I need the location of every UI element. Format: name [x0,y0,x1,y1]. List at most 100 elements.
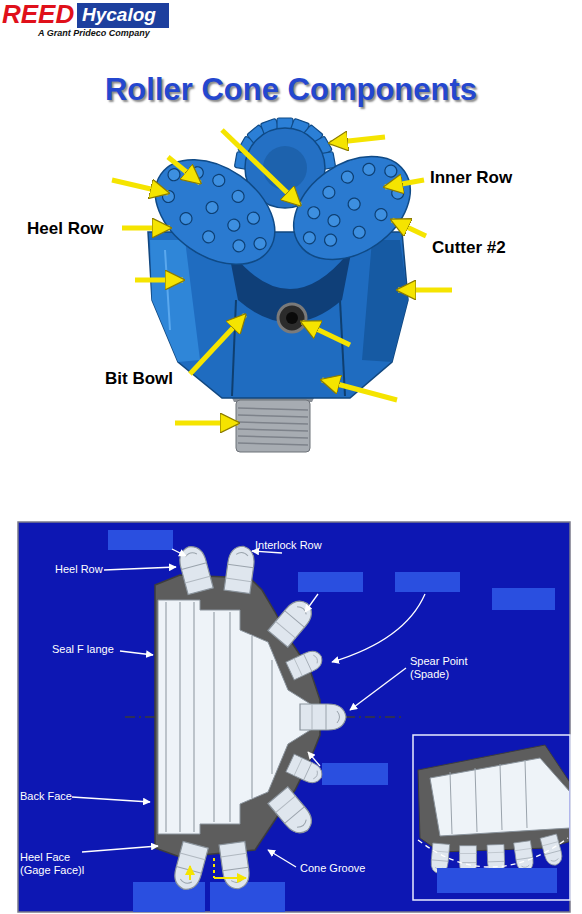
drill-bit-illustration [178,210,195,227]
pointer-arrow [112,180,168,193]
inset-detail [430,758,569,836]
inset-detail [514,841,535,873]
logo [77,3,169,28]
blank-label-box [108,530,555,912]
drill-bit-illustration [321,184,338,201]
leader-line [268,850,296,867]
drill-bit-illustration [230,188,247,205]
drill-bit-illustration [238,422,308,424]
pointer-arrow [392,220,426,236]
drill-bit-illustration [231,237,248,254]
drill-bit-illustration [238,408,308,445]
part-label: Heel Face (Gage Face)l [20,851,95,876]
part-label: Back Face [20,790,72,803]
logo [77,3,169,28]
pointer-arrow [175,421,238,426]
leader-line [104,567,176,570]
inset-detail [540,834,564,867]
cone-section-panel [18,522,575,912]
drill-bit-illustration [136,138,295,286]
drill-bit-illustration [238,415,308,417]
drill-bit-illustration [339,169,356,186]
drill-bit-illustration [340,300,345,396]
drill-bit-illustration [346,196,363,213]
leader-line [332,594,425,662]
leader-line [252,551,282,553]
leader-line [350,668,406,710]
cone-section-panel [300,704,346,730]
drill-bit-illustration [274,135,429,281]
drill-bit-illustration [148,232,408,398]
cone-section-panel [271,660,272,774]
pointer-arrow [385,180,424,187]
drill-bit-illustration [238,443,308,445]
pointer-arrow [222,130,300,205]
cone-section-panel [286,648,326,680]
leader-line [308,752,320,766]
cone-section-panel [224,544,256,593]
blank-label-box [298,572,363,592]
blank-label-box [210,882,285,912]
blank-label-box [492,588,555,610]
drill-bit-illustration [238,436,308,438]
drill-bit-illustration [238,429,308,431]
drill-bit-illustration [351,224,368,241]
yellow-marker [214,877,246,879]
drill-bit-illustration [373,206,390,223]
cone-section-panel [165,602,166,832]
pointer-arrow [398,288,452,293]
drill-bit-illustration [301,229,318,246]
part-label: Bit Bowl [105,369,173,389]
inset-detail [418,745,569,876]
drill-bit-illustration [278,304,306,332]
drill-bit-illustration [165,250,170,330]
inset-detail [500,764,502,830]
drill-bit-illustration [322,232,339,249]
inset-detail [437,868,557,893]
cone-section-panel [166,602,272,832]
logo-wordmark: REED [2,0,74,30]
drill-bit-illustration [136,118,430,452]
yellow-marker [213,858,215,878]
drill-bit-illustration [252,235,269,252]
drill-bit-illustration [285,146,418,266]
drill-bit-illustration [263,146,307,190]
part-label: Inner Row [430,168,512,188]
cone-section-panel [219,841,251,890]
drill-bit-illustration [326,212,343,229]
cone-section-panel [193,602,194,832]
blank-label-box [322,763,388,785]
inset-detail [475,768,477,832]
pointer-arrow [302,322,350,345]
drill-bit-illustration [225,217,242,234]
pointer-arrow [190,315,245,374]
logo-wordmark: Hycalog [82,4,156,26]
cone-section-panel [179,602,180,832]
leader-line [120,651,153,655]
logo-tagline: A Grant Prideco Company [38,28,150,38]
blank-label-box [108,530,173,550]
drill-bit-illustration [210,172,227,189]
drill-bit-illustration [200,228,217,245]
leader-line [305,594,318,612]
pointer-arrow [322,380,397,400]
part-label: Spear Point (Spade) [410,655,485,680]
blank-label-box [395,572,460,592]
drill-bit-illustration [236,400,310,452]
drill-bit-illustration [274,135,429,281]
pointer-arrow [330,137,385,143]
inset-detail [525,760,527,828]
cone-section-panel [18,522,570,912]
leader-line [82,846,158,852]
pointer-arrow [168,157,200,183]
drill-bit-illustration [238,408,308,410]
cone-section-panel [213,612,214,822]
cone-section-panel [268,787,317,839]
pointer-arrow [122,226,170,231]
inset-detail [450,760,527,834]
part-label: Heel Row [55,563,103,576]
leader-line [72,797,150,802]
pointer-arrow [135,278,183,283]
drill-bit-illustration [286,312,298,324]
